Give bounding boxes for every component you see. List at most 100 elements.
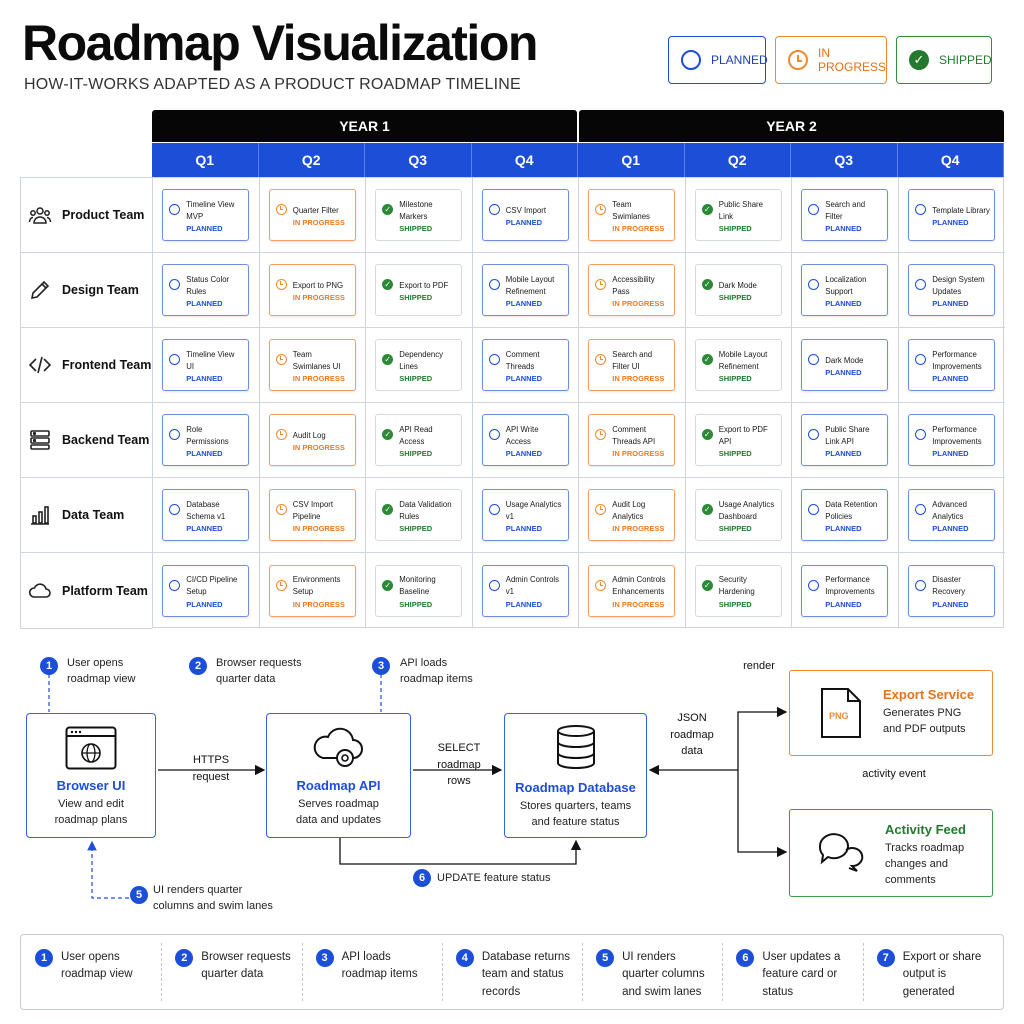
feature-title: Design System Updates	[932, 274, 985, 296]
step-number: 4	[455, 949, 474, 967]
feature-title: Disaster Recovery	[932, 575, 966, 596]
feature-status: SHIPPED	[718, 293, 752, 303]
planned-circle-icon	[488, 429, 500, 440]
feature-title: CSV Import Pipeline	[292, 499, 334, 521]
clock-icon	[788, 50, 808, 70]
legend-in-progress: IN PROGRESS	[775, 36, 887, 84]
node-desc: Serves roadmap data and updates	[295, 798, 382, 826]
planned-circle-icon	[169, 504, 181, 515]
step-number: 5	[596, 949, 615, 967]
step-number: 1	[35, 949, 53, 967]
check-circle-icon: ✓	[701, 279, 713, 290]
planned-circle-icon	[808, 279, 820, 290]
planned-circle-icon	[808, 354, 820, 365]
step-number: 2	[189, 657, 207, 675]
team-column: Product Team Design Team Frontend Team B…	[20, 177, 152, 629]
step-number: 3	[315, 949, 334, 967]
feature-status: IN PROGRESS	[612, 449, 665, 459]
team-row-data: Data Team	[21, 478, 152, 553]
feature-title: Data Retention Policies	[825, 499, 878, 521]
planned-circle-icon	[808, 429, 820, 440]
feature-status: IN PROGRESS	[612, 224, 665, 234]
check-circle-icon: ✓	[909, 50, 929, 70]
team-name: Data Team	[62, 508, 125, 522]
clock-icon	[595, 204, 607, 215]
feature-status: IN PROGRESS	[612, 299, 665, 309]
feature-title: Dark Mode	[718, 280, 757, 290]
planned-circle-icon	[915, 429, 927, 440]
feature-title: Dark Mode	[825, 355, 864, 365]
feature-status: SHIPPED	[718, 374, 752, 384]
feature-title: Export to PNG	[292, 280, 344, 290]
feature-title: Security Hardening	[718, 575, 755, 596]
planned-circle-icon	[169, 429, 181, 440]
feature-status: PLANNED	[932, 218, 969, 228]
check-circle-icon: ✓	[382, 279, 394, 290]
legend-planned-label: PLANNED	[711, 53, 768, 67]
feature-status: PLANNED	[932, 374, 969, 384]
check-circle-icon: ✓	[701, 504, 713, 515]
feature-status: SHIPPED	[399, 449, 433, 459]
feature-title: Database Schema v1	[186, 499, 226, 521]
database-icon	[556, 725, 595, 770]
node-desc: Tracks roadmap changes and comments	[885, 842, 965, 886]
feature-title: Quarter Filter	[292, 205, 339, 215]
